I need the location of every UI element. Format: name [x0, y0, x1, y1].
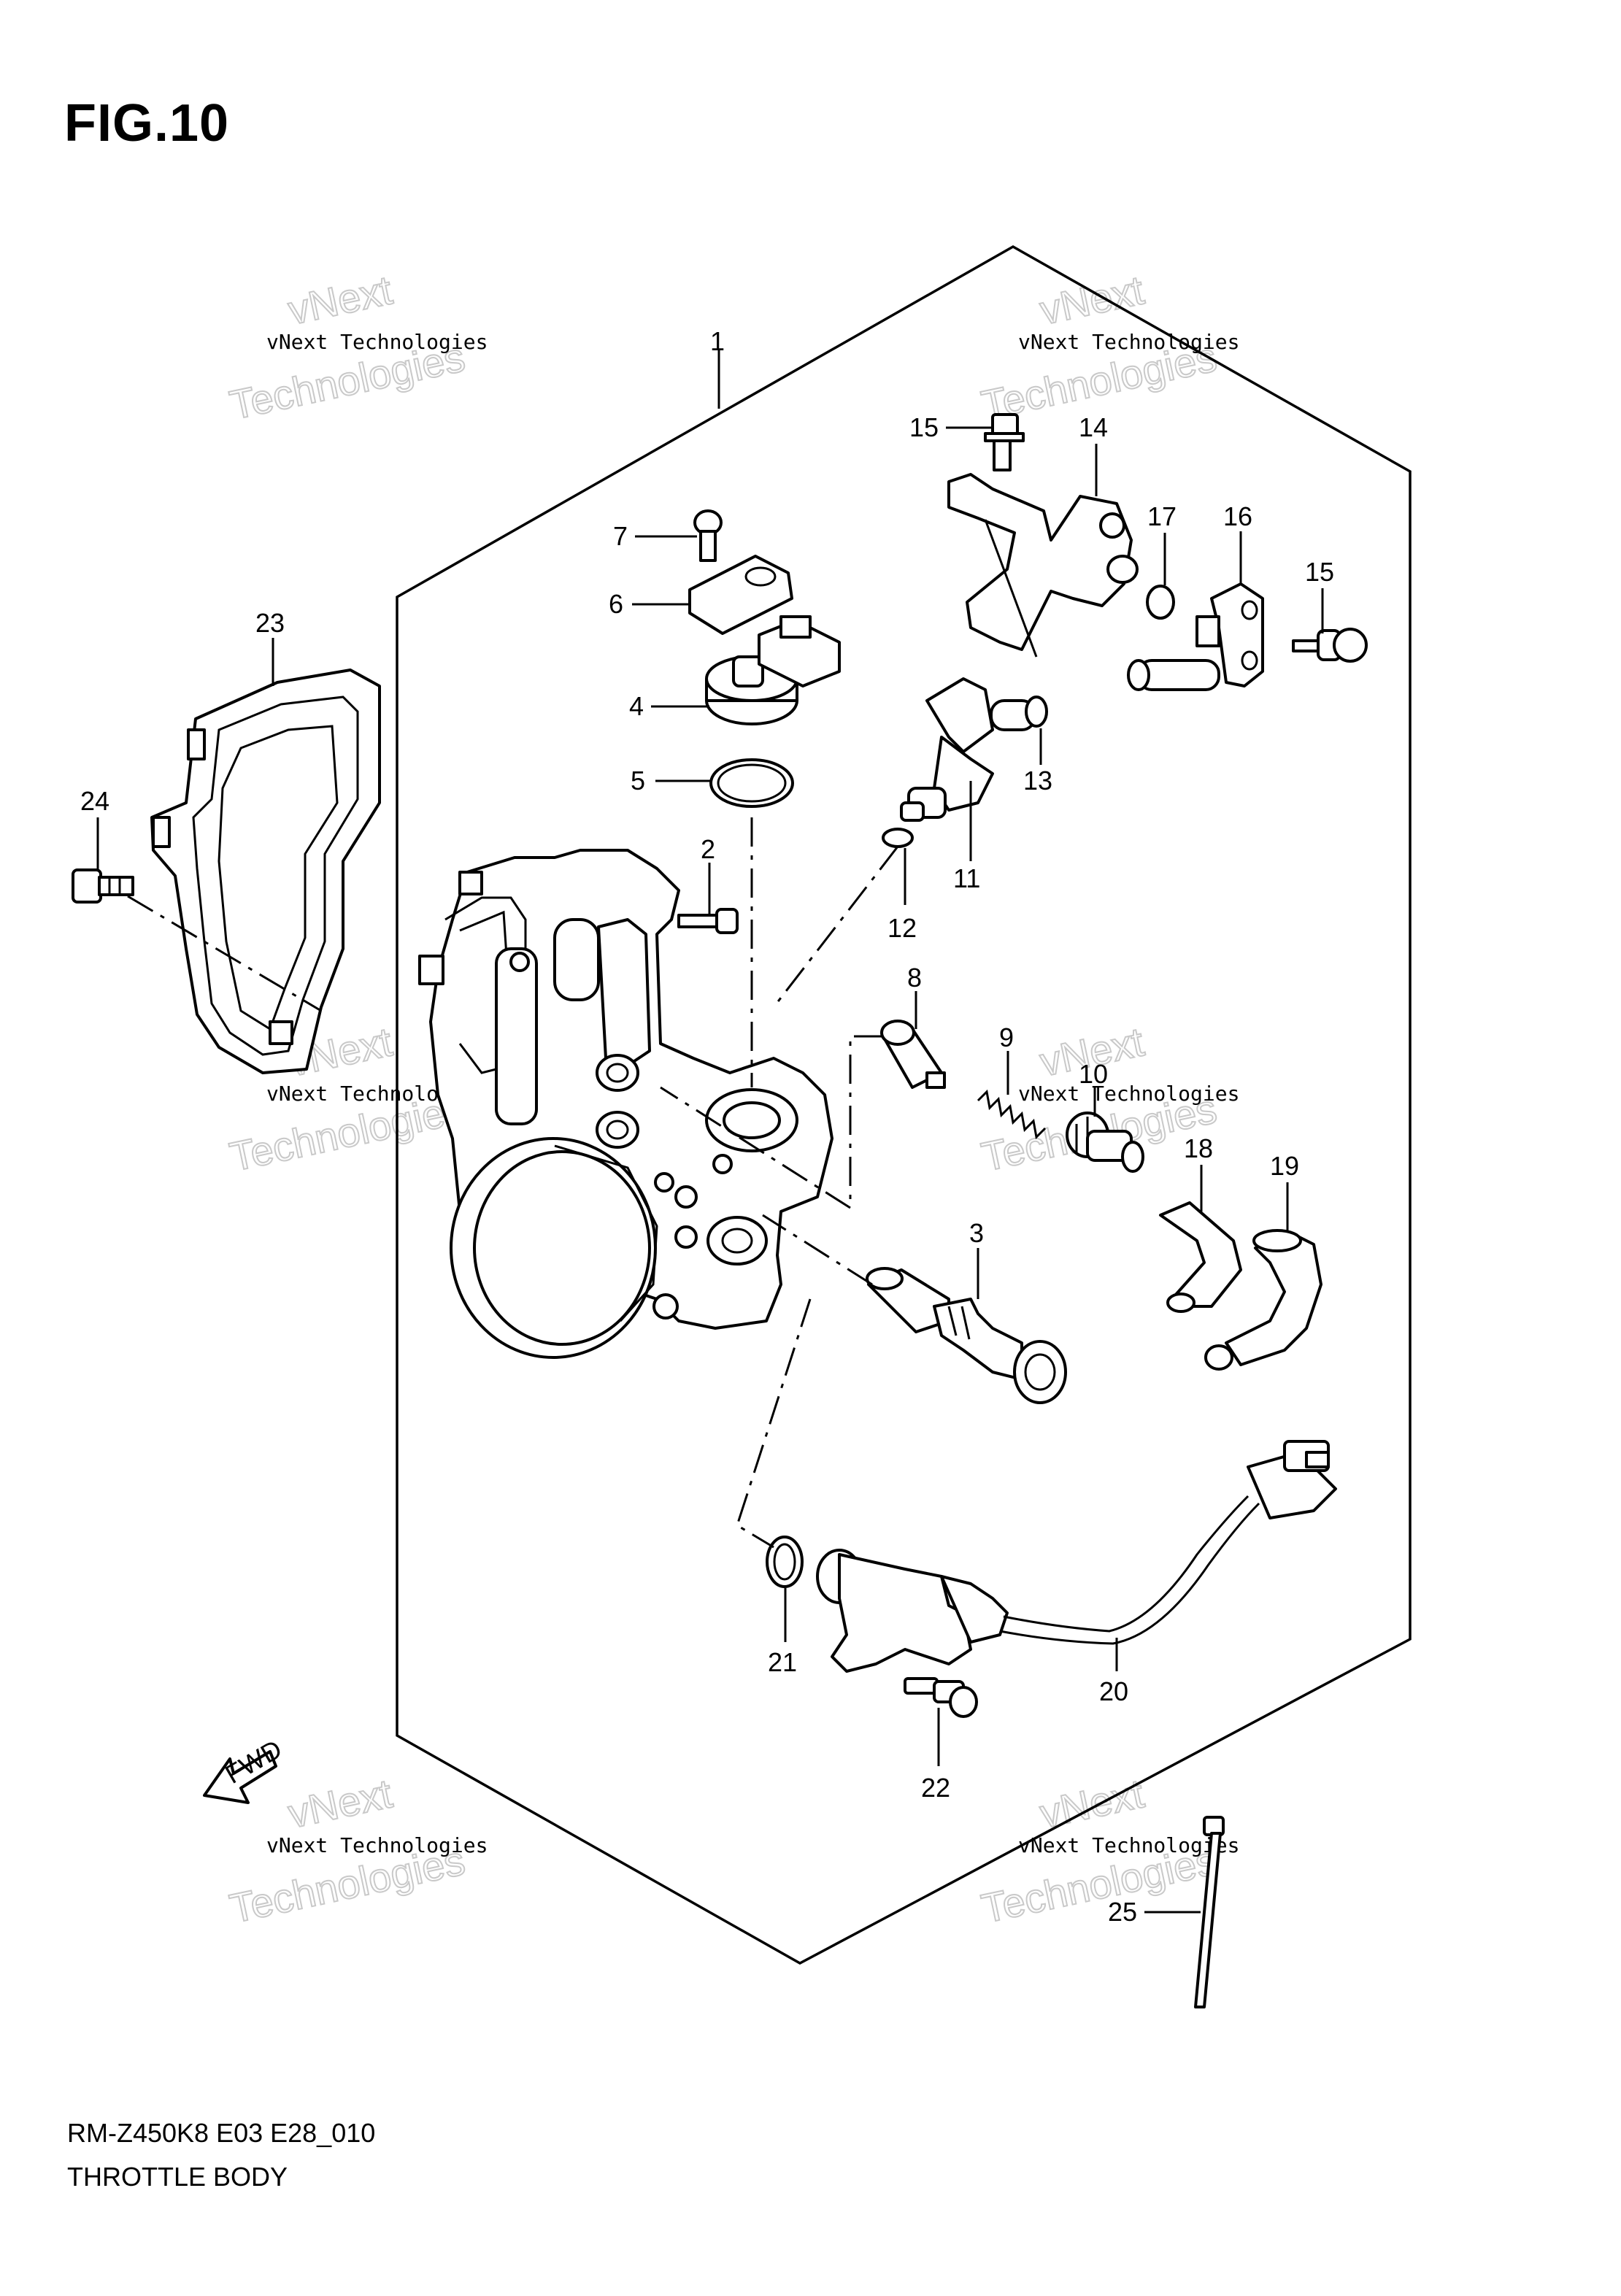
model-code: RM-Z450K8 E03 E28_010 [67, 2118, 376, 2148]
part-11-injector [900, 677, 1036, 822]
callout-22: 22 [921, 1773, 950, 1803]
callout-8: 8 [907, 963, 922, 993]
watermark-top-right: vNext Technologies vNext Technologies [977, 266, 1239, 428]
part-15-bolt-top [984, 413, 1025, 471]
part-2-screw [677, 908, 739, 934]
part-20-sensor-harness [816, 1440, 1337, 1673]
part-3-idle-control [866, 1267, 1067, 1404]
figure-title: FIG.10 [64, 94, 230, 153]
watermark-top-left: vNext Technologies vNext Technologies [225, 266, 488, 428]
watermark-small: vNext Technologies [1018, 330, 1239, 354]
callout-15-top: 15 [909, 412, 939, 442]
callout-5: 5 [631, 766, 645, 795]
part-19-elbow [1204, 1229, 1322, 1371]
callout-20: 20 [1099, 1676, 1128, 1706]
callout-17: 17 [1147, 501, 1177, 531]
part-12-o-ring [882, 828, 914, 848]
callout-21: 21 [768, 1647, 797, 1677]
part-21-o-ring [766, 1536, 804, 1588]
watermark-small: vNext Technologies [266, 1833, 488, 1857]
callout-11: 11 [953, 863, 980, 893]
callout-4: 4 [629, 691, 644, 721]
part-24-bolt [72, 868, 134, 904]
throttle-body-main [418, 849, 833, 1359]
watermark-large-top: vNext [1036, 1770, 1148, 1836]
watermark-small: vNext Technologies [1018, 1082, 1239, 1106]
callout-12: 12 [887, 913, 917, 943]
callout-13: 13 [1023, 766, 1052, 795]
callout-25: 25 [1108, 1897, 1137, 1927]
part-9-spring [977, 1089, 1047, 1140]
callout-16: 16 [1223, 501, 1252, 531]
watermark-small: vNext Technologies [1018, 1833, 1239, 1857]
part-6-bracket [688, 555, 793, 635]
part-17-o-ring [1146, 585, 1175, 620]
callout-9: 9 [999, 1022, 1014, 1052]
watermark-small: vNext Technologies [266, 330, 488, 354]
watermark-bottom-left: vNext Technologies vNext Technologies [225, 1769, 488, 1932]
part-15-bolt-right [1292, 628, 1368, 663]
part-16-pipe [1127, 582, 1264, 691]
callout-6: 6 [609, 589, 623, 619]
part-25-cable-tie [1194, 1816, 1225, 2008]
callout-15-right: 15 [1305, 557, 1334, 587]
part-7-screw [693, 509, 723, 562]
watermark-large-top: vNext [1036, 266, 1148, 333]
part-4-sensor [705, 615, 841, 725]
part-5-o-ring [709, 758, 794, 808]
section-title: THROTTLE BODY [67, 2162, 288, 2192]
callout-24: 24 [80, 786, 109, 816]
watermark-large-top: vNext [284, 1770, 396, 1836]
callout-1: 1 [710, 326, 725, 356]
callouts: 1 2 3 4 5 6 7 8 9 10 11 12 13 14 15 15 1 [80, 326, 1334, 1927]
callout-14: 14 [1079, 412, 1108, 442]
part-18-hose [1159, 1201, 1242, 1313]
callout-19: 19 [1270, 1151, 1299, 1181]
fwd-arrow: FWD [203, 1733, 287, 1804]
exploded-lines [127, 817, 899, 1549]
callout-10: 10 [1079, 1059, 1108, 1089]
part-10-screw [1066, 1112, 1144, 1173]
part-23-cover [150, 669, 381, 1074]
callout-18: 18 [1184, 1133, 1213, 1163]
part-14-delivery-bracket [947, 473, 1139, 658]
part-8-plug [880, 1020, 946, 1089]
assembly-frame [396, 244, 1412, 1965]
part-13-o-ring [1025, 696, 1048, 728]
callout-3: 3 [969, 1218, 984, 1248]
watermark-large-top: vNext [284, 266, 396, 333]
callout-2: 2 [701, 834, 715, 864]
callout-7: 7 [613, 521, 628, 551]
callout-23: 23 [255, 608, 285, 638]
part-22-bolt [904, 1677, 978, 1718]
